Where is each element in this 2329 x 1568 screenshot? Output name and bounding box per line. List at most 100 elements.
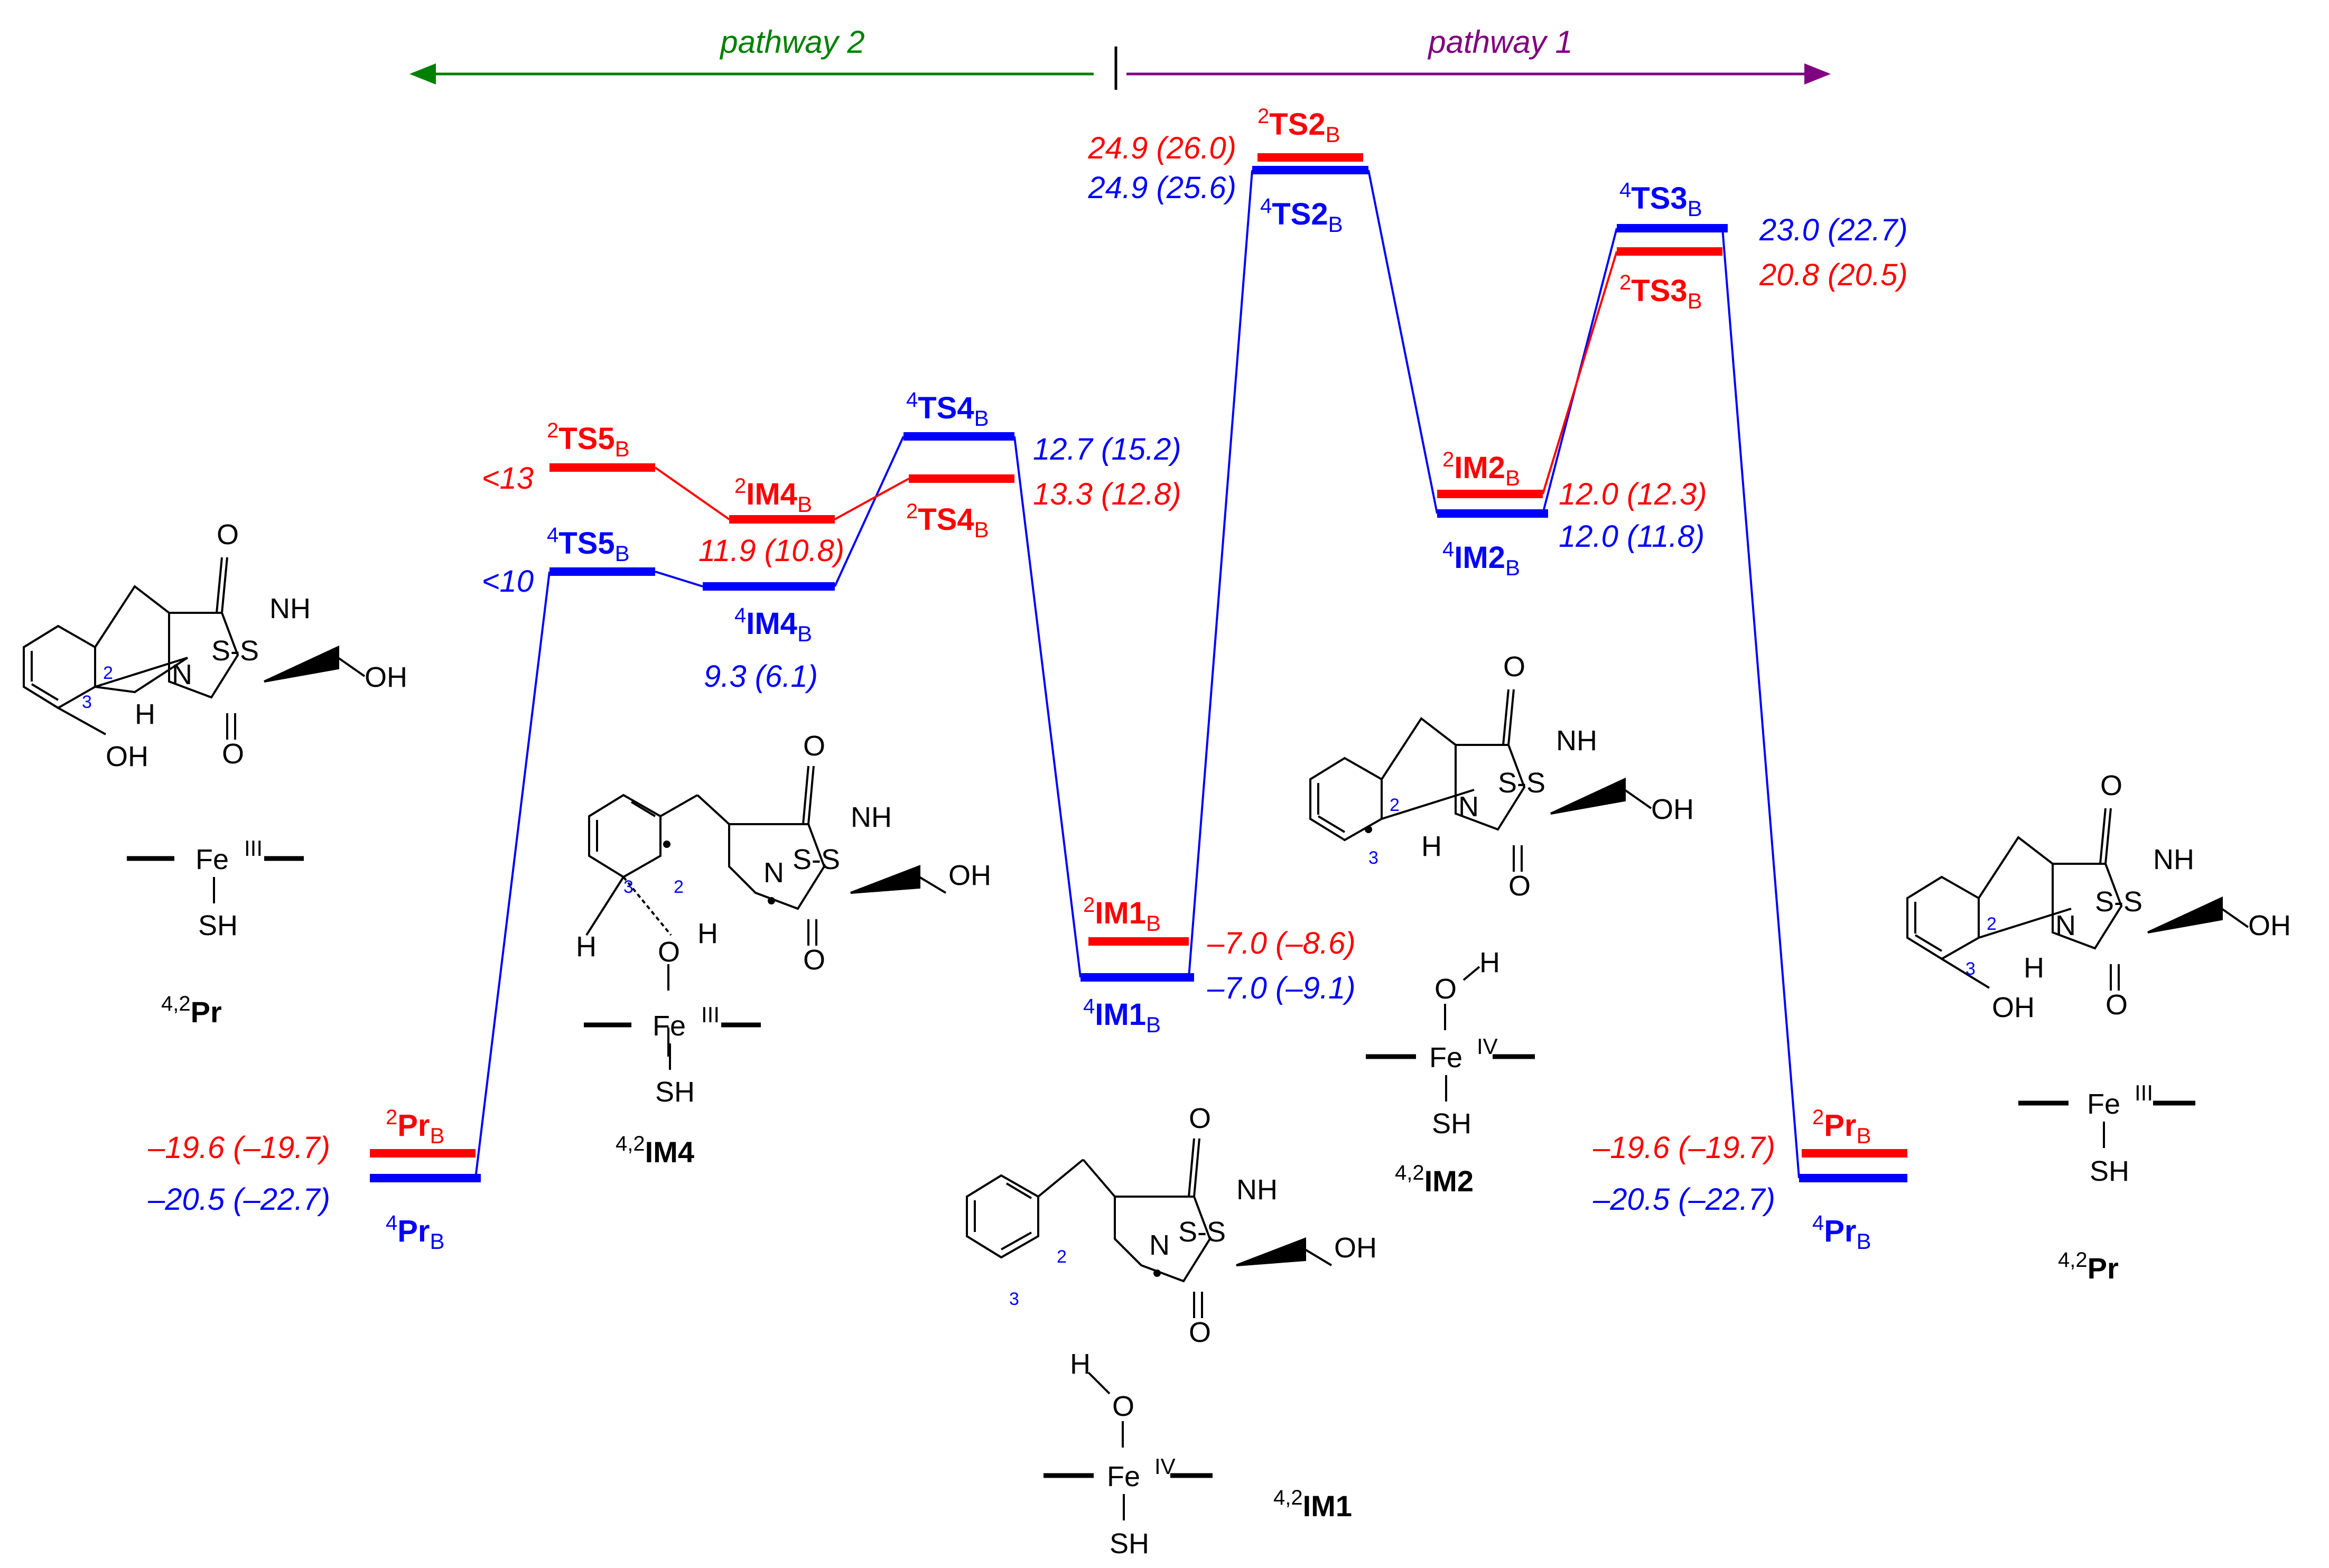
pr-left-h: H — [135, 698, 155, 730]
quartet-connectors — [474, 170, 1800, 1179]
im1-nh: NH — [1236, 1174, 1278, 1206]
im1-o: O — [1112, 1390, 1134, 1422]
pr-right-oh-bottom: OH — [1992, 992, 2035, 1023]
im1-n: N — [1149, 1229, 1170, 1261]
structure-im1-atoms: O NH S-S N O OH 2 3 H O — [1009, 1103, 1377, 1422]
level-labels: 2PrB 4PrB –19.6 (–19.7) –20.5 (–22.7) 2T… — [147, 105, 1908, 1254]
structure-label-im1: 4,2IM1 — [1273, 1486, 1352, 1523]
structure-im2-atoms: O NH S-S N O OH H 2 3 — [1365, 651, 1694, 902]
fe-im2-sh: SH — [1432, 1108, 1471, 1140]
pr-left-o-bottom: O — [222, 738, 244, 770]
im1-o-top: O — [1189, 1103, 1211, 1134]
ts3-quartet-label: 4TS3B — [1619, 179, 1702, 221]
im2-doublet-value: 12.0 (12.3) — [1559, 477, 1707, 511]
structure-pr-left — [23, 557, 366, 740]
ts5-quartet-label: 4TS5B — [547, 524, 630, 566]
fe-iii-unit-left: Fe III SH — [127, 836, 304, 941]
im1-doublet-value: –7.0 (–8.6) — [1207, 926, 1356, 960]
im1-quartet-value: –7.0 (–9.1) — [1207, 971, 1356, 1005]
pr-left-nh: NH — [269, 593, 311, 624]
im4-oh-side: OH — [948, 860, 991, 891]
ts5-doublet-value: <13 — [482, 461, 534, 496]
structure-label-im4: 4,2IM4 — [616, 1132, 694, 1169]
im2-nh: NH — [1556, 725, 1597, 757]
ts2-doublet-label: 2TS2B — [1257, 105, 1340, 147]
im4-h-right: H — [697, 918, 718, 949]
structure-label-im2: 4,2IM2 — [1395, 1161, 1474, 1198]
pr-left-doublet-value: –19.6 (–19.7) — [147, 1131, 330, 1165]
im4-ss: S-S — [793, 844, 840, 875]
im1-doublet-label: 2IM1B — [1083, 893, 1161, 936]
im4-quartet-value: 9.3 (6.1) — [704, 659, 818, 694]
fe-iii-unit-im4: Fe III SH — [584, 1002, 761, 1108]
fe-im4: Fe — [653, 1010, 686, 1042]
pr-left-ss: S-S — [211, 635, 259, 667]
fe-left: Fe — [195, 844, 229, 875]
im4-num-2: 2 — [674, 877, 684, 897]
pr-right-nh: NH — [2153, 844, 2194, 875]
structure-pr-right-atoms: O NH S-S N O OH H OH 2 3 — [1965, 770, 2291, 1023]
im4-h-left: H — [576, 931, 597, 963]
pr-right-h: H — [2024, 952, 2044, 984]
pr-right-oh-side: OH — [2248, 910, 2291, 941]
im4-radical-c — [663, 841, 670, 848]
fe-im1-sh: SH — [1110, 1528, 1149, 1560]
im4-n: N — [763, 857, 784, 889]
fe-right-sh: SH — [2090, 1155, 2129, 1187]
pr-right-quartet-label: 4PrB — [1812, 1211, 1871, 1254]
fe-im1-ox: IV — [1154, 1454, 1176, 1479]
im4-doublet-value: 11.9 (10.8) — [698, 534, 844, 568]
im4-nh: NH — [851, 801, 892, 833]
im2-quartet-value: 12.0 (11.8) — [1559, 519, 1704, 554]
structure-im2 — [1309, 689, 1652, 872]
ts3-quartet-value: 23.0 (22.7) — [1759, 213, 1908, 247]
pr-left-n: N — [172, 659, 192, 690]
pr-right-quartet-value: –20.5 (–22.7) — [1592, 1182, 1775, 1217]
pr-right-num-3: 3 — [1965, 959, 1976, 979]
pathway-2-label: pathway 2 — [719, 24, 865, 60]
im2-h: H — [1421, 830, 1442, 862]
ts4-quartet-label: 4TS4B — [906, 388, 989, 431]
im1-num-2: 2 — [1057, 1247, 1067, 1267]
ts3-doublet-label: 2TS3B — [1619, 271, 1702, 313]
im1-ss: S-S — [1178, 1216, 1226, 1248]
pr-left-doublet-label: 2PrB — [386, 1106, 445, 1148]
ts3-doublet-value: 20.8 (20.5) — [1759, 258, 1908, 292]
im4-o-bottom: O — [803, 944, 825, 976]
structure-im4 — [585, 766, 947, 1057]
fe-left-ox: III — [244, 836, 263, 861]
ts4-doublet-value: 13.3 (12.8) — [1033, 477, 1181, 511]
im4-quartet-label: 4IM4B — [734, 604, 812, 646]
im1-o-bottom: O — [1189, 1317, 1211, 1348]
ts2-quartet-value: 24.9 (25.6) — [1087, 171, 1236, 205]
pr-right-ss: S-S — [2095, 886, 2142, 918]
fe-iv-unit-im1: Fe IV SH — [1044, 1371, 1213, 1560]
ts4-doublet-label: 2TS4B — [906, 500, 989, 542]
im1-radical-n — [1153, 1270, 1161, 1277]
pr-right-doublet-value: –19.6 (–19.7) — [1592, 1131, 1775, 1165]
pr-left-oh-side: OH — [365, 661, 407, 693]
im2-quartet-label: 4IM2B — [1442, 538, 1520, 580]
im2-num-2: 2 — [1390, 795, 1400, 815]
ts4-quartet-value: 12.7 (15.2) — [1033, 432, 1181, 466]
im4-radical-n — [768, 897, 775, 904]
ts5-quartet-value: <10 — [482, 564, 534, 599]
pr-left-num-3: 3 — [82, 692, 92, 712]
structure-pr-left-atoms: O NH S-S N O OH H OH 2 3 — [82, 519, 407, 772]
im2-ss: S-S — [1498, 767, 1545, 799]
fe-im4-sh: SH — [655, 1076, 695, 1108]
structure-pr-right — [1906, 808, 2249, 991]
structure-label-pr-left: 4,2Pr — [161, 992, 222, 1029]
im4-o: O — [658, 936, 680, 968]
im2-oh-side: OH — [1651, 794, 1694, 825]
im2-num-3: 3 — [1368, 848, 1378, 868]
pr-right-num-2: 2 — [1987, 914, 1997, 934]
im4-num-3: 3 — [623, 877, 634, 897]
pathway-arrows: pathway 2 pathway 1 — [409, 24, 1831, 90]
pr-left-o-top: O — [217, 519, 239, 550]
im2-doublet-label: 2IM2B — [1442, 448, 1520, 490]
fe-im2: Fe — [1429, 1042, 1462, 1074]
fe-iii-unit-right: Fe III SH — [2018, 1080, 2195, 1187]
pr-left-num-2: 2 — [103, 663, 113, 683]
